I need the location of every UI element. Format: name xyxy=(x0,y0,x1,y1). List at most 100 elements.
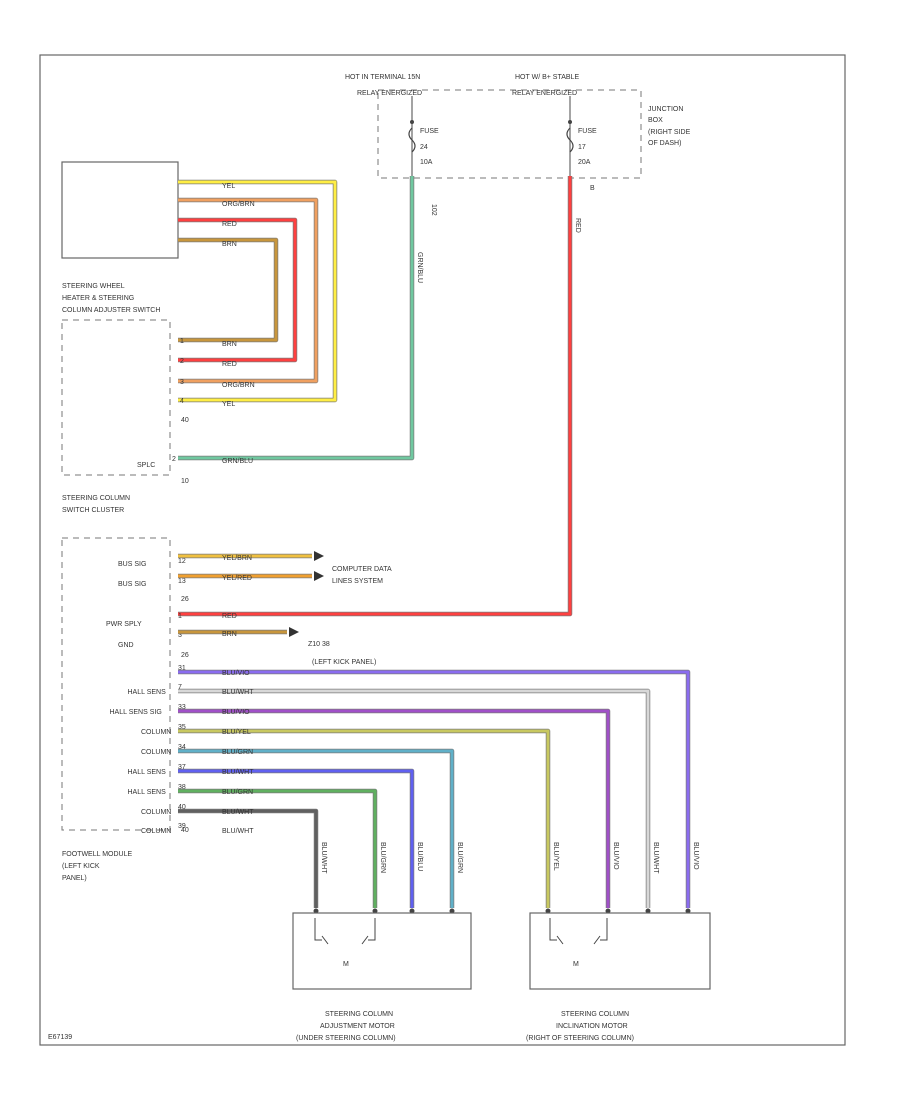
motor-row-label: COLUMN xyxy=(141,749,171,756)
motor-wire xyxy=(178,789,377,908)
pwr-row-1-label: PWR SPLY xyxy=(106,621,142,628)
motor-conn: 40 xyxy=(181,827,189,834)
wire-org-brn xyxy=(178,198,318,383)
fuse2-wire-label: RED xyxy=(574,218,581,233)
motor-row-pin: 37 xyxy=(178,764,186,771)
motor-wire xyxy=(178,670,690,908)
fuse2-label: FUSE xyxy=(578,128,597,135)
adjustment-motor-m: M xyxy=(343,961,349,968)
inclination-motor-label-2: INCLINATION MOTOR xyxy=(556,1023,628,1030)
bus-row-2-label: BUS SIG xyxy=(118,581,146,588)
module-box xyxy=(61,537,171,831)
module-label-line2: (LEFT KICK xyxy=(62,863,100,870)
motor-wire xyxy=(178,769,414,908)
motor-row-wire-label: BLU/WHT xyxy=(222,828,254,835)
motor-wire xyxy=(178,709,610,908)
junction-line4: OF DASH) xyxy=(648,140,681,147)
footer-code: E67139 xyxy=(48,1034,72,1041)
motor-wire-outline xyxy=(178,728,551,908)
cluster-label-line2: SWITCH CLUSTER xyxy=(62,507,124,514)
relay1-line1: HOT IN TERMINAL 15N xyxy=(345,74,420,81)
wire-yel xyxy=(178,180,337,402)
motor-wire-outline xyxy=(178,808,319,908)
bus-wire-2-label: YEL/RED xyxy=(222,575,252,582)
switch-pin-3: 3 xyxy=(180,379,184,386)
pwr-row-2-label: GND xyxy=(118,642,134,649)
junction-line1: JUNCTION xyxy=(648,106,683,113)
adjustment-motor-label-2: ADJUSTMENT MOTOR xyxy=(320,1023,395,1030)
motor-row-wire-label: BLU/GRN xyxy=(222,749,253,756)
switch-conn-b: 10 xyxy=(181,478,189,485)
switch-pin-1: 1 xyxy=(180,338,184,345)
switch-pin-4: 4 xyxy=(180,398,184,405)
motor-wire xyxy=(178,689,650,908)
switch-wire-label-4: YEL xyxy=(222,401,235,408)
cluster-label-line1: STEERING COLUMN xyxy=(62,495,130,502)
wire-red xyxy=(178,218,297,362)
motor-wires xyxy=(178,669,691,914)
inclination-motor-label-3: (RIGHT OF STEERING COLUMN) xyxy=(526,1035,634,1042)
switch-top-label-red: RED xyxy=(222,221,237,228)
motor-wire xyxy=(178,749,454,908)
motor-row-pin: 7 xyxy=(178,684,182,691)
data-lines-label-1: COMPUTER DATA xyxy=(332,566,392,573)
cluster-box xyxy=(61,319,171,476)
motor-row-wire-label: BLU/GRN xyxy=(222,789,253,796)
switch-label-line3: COLUMN ADJUSTER SWITCH xyxy=(62,307,160,314)
bus-row-2-pin: 13 xyxy=(178,578,186,585)
fuse1-pin: 102 xyxy=(430,204,437,216)
motor-vertical-wire-label: BLU/GRN xyxy=(379,842,386,873)
motor-row-wire-label: BLU/YEL xyxy=(222,729,251,736)
fuse2-dot xyxy=(568,120,572,124)
motor-pin xyxy=(645,908,651,914)
motor-pin xyxy=(372,908,378,914)
motor-pin xyxy=(545,908,551,914)
fuse2-symbol xyxy=(566,127,574,153)
switch-wire-b-label: GRN/BLU xyxy=(222,458,253,465)
switch-wire-label-1: BRN xyxy=(222,341,237,348)
motor-row-label: HALL SENS xyxy=(128,789,167,796)
bus-arrow-2-icon xyxy=(314,571,324,581)
wire-grn-blu-fuse1 xyxy=(178,176,414,460)
motor-row-wire-label: BLU/WHT xyxy=(222,809,254,816)
motor-row-pin: 33 xyxy=(178,704,186,711)
motor-vertical-wire-label: BLU/VIO xyxy=(612,842,619,870)
switch-label-line1: STEERING WHEEL xyxy=(62,283,125,290)
fuse1-symbol xyxy=(408,127,416,153)
motor-row-pin: 39 xyxy=(178,823,186,830)
motor-vertical-wire-label: BLU/BLU xyxy=(416,842,423,871)
switch-label-line2: HEATER & STEERING xyxy=(62,295,134,302)
switch-wire-label-3: ORG/BRN xyxy=(222,382,255,389)
fuse1-dot xyxy=(410,120,414,124)
motor-pin xyxy=(685,908,691,914)
motor-vertical-wire-label: BLU/WHT xyxy=(320,842,327,874)
module-label-line3: PANEL) xyxy=(62,875,87,882)
motor-pin xyxy=(449,908,455,914)
inclination-motor-box xyxy=(529,912,711,990)
motor-row-label: COLUMN xyxy=(141,729,171,736)
switch-conn-a: 40 xyxy=(181,417,189,424)
switch-wires xyxy=(178,179,338,403)
pwr-conn: 26 xyxy=(181,652,189,659)
pwr-row-2-pin: 3 xyxy=(178,632,182,639)
pwr-wire-1-label: RED xyxy=(222,613,237,620)
fuse2-pin: B xyxy=(590,185,595,192)
wire-red-fuse2 xyxy=(178,176,572,616)
module-label-line1: FOOTWELL MODULE xyxy=(62,851,132,858)
motor-pin xyxy=(409,908,415,914)
switch-top-label-brn: BRN xyxy=(222,241,237,248)
motor-vertical-wire-label: BLU/GRN xyxy=(456,842,463,873)
bus-conn: 26 xyxy=(181,596,189,603)
motor-wire xyxy=(178,729,550,908)
motor-wire xyxy=(178,809,318,908)
fuse2-rating: 20A xyxy=(578,159,591,166)
diagram-frame xyxy=(39,54,846,1046)
relay1-line2: RELAY ENERGIZED xyxy=(357,90,422,97)
switch-box xyxy=(61,161,179,259)
pwr-row-1-pin: 1 xyxy=(178,613,182,620)
motor-wire-outline xyxy=(178,788,378,908)
bus-row-1-pin: 12 xyxy=(178,558,186,565)
motor-row-wire-label: BLU/WHT xyxy=(222,689,254,696)
